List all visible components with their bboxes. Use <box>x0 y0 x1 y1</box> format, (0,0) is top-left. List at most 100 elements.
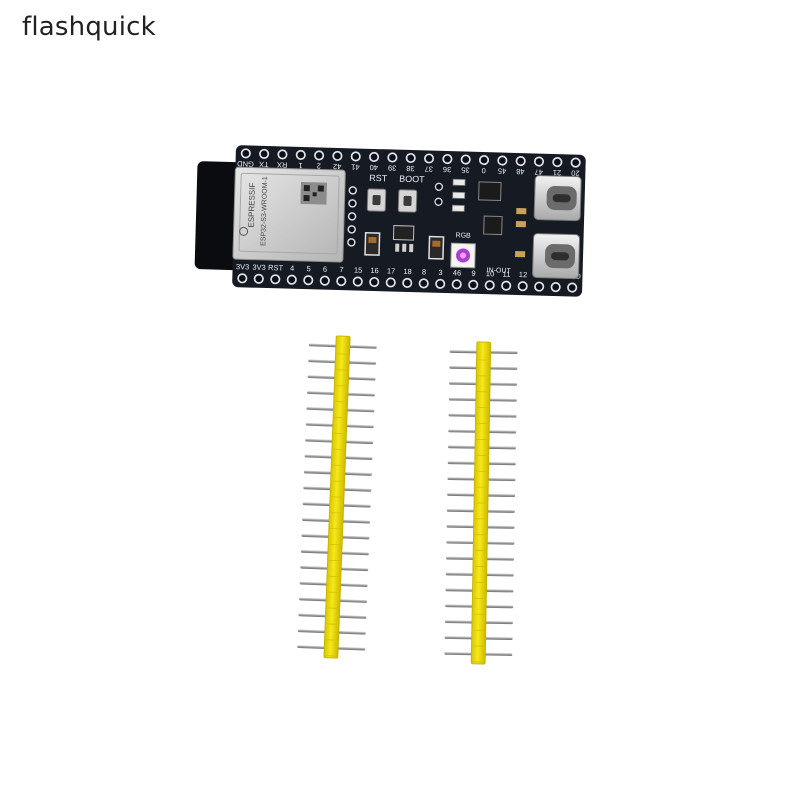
pin-label: 2 <box>317 161 321 170</box>
header-segment <box>329 512 344 514</box>
pin-hole <box>424 153 435 164</box>
pin-hole <box>295 149 306 160</box>
pin-hole <box>387 152 398 163</box>
pin-label: 4 <box>290 264 294 273</box>
antenna-area <box>194 161 242 271</box>
pin-label: 38 <box>406 164 415 173</box>
pin-hole <box>497 155 508 166</box>
header-segment <box>332 432 347 435</box>
pin-label: 7 <box>339 265 343 274</box>
pin-label: 9 <box>471 269 475 278</box>
pin-hole <box>350 151 361 162</box>
pin-label: 21 <box>553 168 562 177</box>
pin-hole <box>332 150 343 161</box>
pin-label: 41 <box>351 162 360 171</box>
pin-hole <box>259 148 270 159</box>
pin-hole <box>451 279 462 290</box>
header-segment <box>331 448 346 451</box>
pin-hole <box>405 152 416 164</box>
pin-hole <box>303 275 314 286</box>
pin-label: RX <box>277 160 288 169</box>
header-segment <box>328 528 343 530</box>
watermark-text: flashquick <box>22 12 156 42</box>
header-segment <box>325 623 340 625</box>
pin-label: 47 <box>534 167 543 176</box>
header-segment <box>333 416 348 419</box>
status-leds <box>434 178 466 212</box>
pin-label: 36 <box>443 165 452 174</box>
pin-label: 18 <box>403 267 412 276</box>
rgb-led <box>450 242 476 269</box>
header-segment <box>325 607 340 609</box>
in-out-label: IN-OUT <box>487 267 512 275</box>
pin-hole <box>484 280 495 291</box>
pin-hole <box>253 273 264 284</box>
pin-label: 48 <box>516 167 525 176</box>
header-segment <box>334 369 349 371</box>
rst-button[interactable] <box>366 188 387 212</box>
pin-hole <box>369 151 380 163</box>
espressif-logo-icon <box>239 226 249 236</box>
usb-c-port-top[interactable] <box>533 175 582 222</box>
pin-hole <box>314 150 325 161</box>
pin-hole <box>570 157 581 168</box>
wifi-module: ESPRESSIF ESP32-S3-WROOM-1 <box>232 166 346 263</box>
pin-label: 6 <box>323 265 327 274</box>
pin-hole <box>515 156 526 167</box>
pin-label: TX <box>259 160 269 169</box>
pin-hole <box>460 154 471 165</box>
pin-label: 3V3 <box>236 262 250 271</box>
pin-hole <box>517 281 528 292</box>
pin-label: 5 <box>306 264 310 273</box>
module-model-text: ESP32-S3-WROOM-1 <box>260 176 269 246</box>
header-segment <box>330 480 345 482</box>
pin-label: 12 <box>519 270 528 279</box>
header-segment <box>323 655 338 657</box>
rst-label: RST <box>369 173 388 184</box>
pin-hole <box>567 282 578 293</box>
pin-hole <box>442 153 453 165</box>
pin-label: 15 <box>354 265 363 274</box>
usb-c-port-bottom[interactable] <box>532 233 581 280</box>
pin-label: 45 <box>498 166 507 175</box>
pin-label: 35 <box>461 165 470 174</box>
header-segment <box>327 559 342 562</box>
pin-label: 40 <box>369 163 378 172</box>
boot-label: BOOT <box>399 174 425 185</box>
pin-label: 8 <box>422 267 426 276</box>
pin-hole <box>468 279 479 290</box>
pin-hole <box>270 274 281 285</box>
top-pin-holes <box>240 148 581 168</box>
pin-hole <box>550 282 561 293</box>
header-segment <box>326 591 341 593</box>
pin-label: 20 <box>571 168 580 177</box>
pin-hole <box>534 281 545 292</box>
pin-hole <box>478 154 490 166</box>
module-side-holes <box>347 186 358 247</box>
pin-label: 1 <box>298 161 302 170</box>
pin-hole <box>336 276 347 287</box>
pin-label: 11 <box>503 270 511 279</box>
pin-label: 42 <box>333 162 342 171</box>
pin-hole <box>418 278 429 289</box>
pin-hole <box>286 274 297 285</box>
pin-label: 0 <box>482 166 486 175</box>
pin-hole <box>402 277 413 288</box>
header-segment <box>328 543 343 546</box>
header-segment <box>324 639 339 641</box>
pin-hole <box>369 276 380 288</box>
pin-hole <box>501 280 512 291</box>
header-segment <box>334 385 349 387</box>
pin-label: 16 <box>370 266 379 275</box>
pin-label: 39 <box>388 163 397 172</box>
pin-header-left <box>297 335 377 659</box>
pin-hole <box>385 277 396 288</box>
pin-label: GND <box>236 159 253 168</box>
boot-button[interactable] <box>397 189 418 213</box>
smd-components <box>364 181 527 260</box>
bottom-pin-holes <box>237 273 578 293</box>
